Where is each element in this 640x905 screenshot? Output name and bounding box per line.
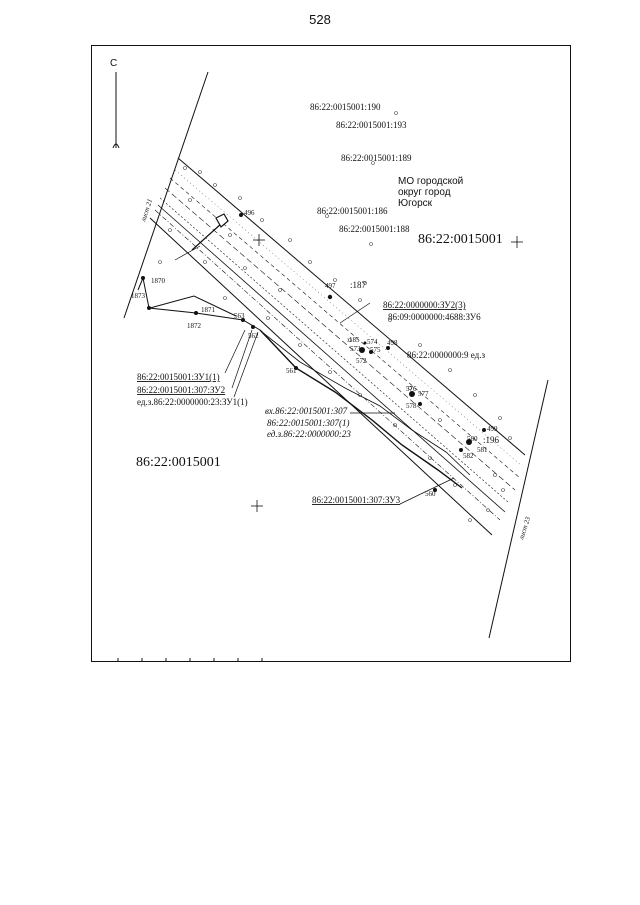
point-label-561: 561 — [286, 367, 297, 375]
point-label-562: 562 — [248, 332, 259, 340]
north-label: С — [110, 58, 117, 69]
point-label-577: 577 — [418, 390, 429, 398]
parcel-label-193: 86:22:0015001:193 — [336, 120, 407, 130]
zone-label-vh307: вх.86:22:0015001:307 — [265, 406, 348, 416]
point-label-574: 574 — [367, 338, 378, 346]
point-label-497: 497 — [325, 282, 336, 290]
survey-markers — [158, 111, 512, 522]
point-label-580: 580 — [467, 435, 478, 443]
point-label-572: 572 — [356, 357, 367, 365]
point-label-576: 576 — [406, 385, 417, 393]
quarter-label-bottom: 86:22:0015001 — [136, 455, 221, 470]
municipality-line-3: Югорск — [398, 198, 433, 209]
parcel-label-196: :196 — [483, 435, 500, 445]
point-label-1873: 1873 — [131, 292, 146, 300]
north-arrow-icon — [112, 72, 120, 149]
zone-label-zu6: 86:09:0000000:4688:ЗУ6 — [388, 312, 481, 322]
zone-label-zu2-307: 86:22:0015001:307:ЗУ2 — [137, 385, 225, 395]
zone-label-edz9: 86:22:0000000:9 ед.з — [407, 350, 485, 360]
parcel-label-187: :187 — [350, 280, 367, 290]
sheet-boundaries — [123, 71, 549, 639]
well-symbol-icon — [174, 213, 229, 261]
zone-label-307-1: 86:22:0015001:307(1) — [267, 418, 350, 428]
parcel-label-185: :185 — [347, 336, 360, 344]
leader-lines — [224, 302, 455, 505]
parcel-label-189: 86:22:0015001:189 — [341, 153, 412, 163]
point-label-498: 498 — [387, 339, 398, 347]
point-label-581: 581 — [477, 446, 488, 454]
point-label-563: 563 — [234, 312, 245, 320]
corridor-band — [149, 157, 526, 536]
point-label-560: 560 — [425, 490, 436, 498]
map-frame — [91, 45, 571, 662]
zone-label-zu2-3: 86:22:0000000:ЗУ2(3) — [383, 300, 466, 310]
point-label-496: 496 — [244, 209, 255, 217]
zone-label-zu1-1: 86:22:0015001:ЗУ1(1) — [137, 372, 220, 382]
point-label-575: 575 — [370, 346, 381, 354]
municipality-line-2: округ город — [398, 187, 451, 198]
parcel-label-188: 86:22:0015001:188 — [339, 224, 410, 234]
point-label-499: 499 — [487, 425, 498, 433]
point-label-578: 578 — [406, 402, 417, 410]
zone-label-edz23: ед.з.86:22:0000000:23 — [267, 429, 351, 439]
parcel-label-186: 86:22:0015001:186 — [317, 206, 388, 216]
point-label-1870: 1870 — [151, 277, 166, 285]
point-label-573: 573 — [350, 345, 361, 353]
grid-crosses — [251, 234, 523, 512]
point-label-1871: 1871 — [201, 306, 216, 314]
point-label-1872: 1872 — [187, 322, 202, 330]
feature-secondary-line — [261, 331, 471, 476]
zone-label-edz23-zu1: ед.з.86:22:0000000:23:ЗУ1(1) — [137, 397, 248, 407]
sheet-label-right: лист 23 — [517, 515, 532, 541]
point-label-582: 582 — [463, 452, 474, 460]
page-number: 528 — [309, 12, 331, 27]
frame-ticks — [117, 658, 263, 662]
parcel-label-190: 86:22:0015001:190 — [310, 102, 381, 112]
zone-label-zu3-307: 86:22:0015001:307:ЗУ3 — [312, 495, 401, 505]
municipality-line-1: МО городской — [398, 176, 463, 187]
quarter-label-top: 86:22:0015001 — [418, 232, 503, 247]
point-dots — [141, 213, 486, 492]
